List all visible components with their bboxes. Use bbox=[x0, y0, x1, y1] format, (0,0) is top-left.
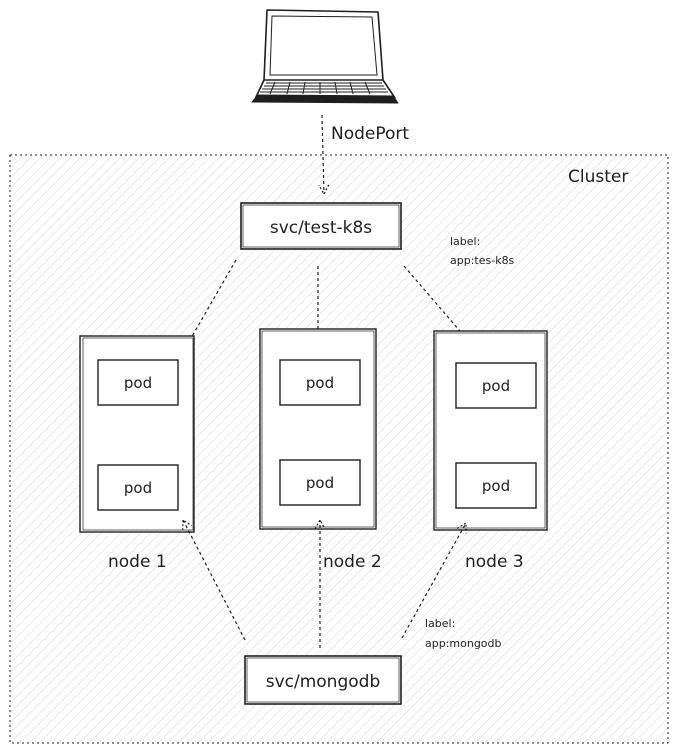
service-test-k8s: svc/test-k8s bbox=[240, 202, 402, 250]
node-1: pod pod bbox=[79, 335, 195, 533]
cluster-label: Cluster bbox=[568, 167, 628, 187]
laptop-icon bbox=[251, 9, 399, 104]
svg-text:pod: pod bbox=[482, 477, 510, 495]
svg-text:pod: pod bbox=[124, 479, 152, 497]
svg-text:pod: pod bbox=[306, 374, 334, 392]
nodeport-arrow bbox=[318, 114, 330, 196]
svg-text:pod: pod bbox=[306, 474, 334, 492]
service-mongodb: svc/mongodb bbox=[244, 655, 402, 705]
service-mongodb-arrows bbox=[182, 518, 467, 648]
service-mongodb-label-title: label: bbox=[425, 617, 455, 630]
service-mongodb-label-value: app:mongodb bbox=[425, 637, 502, 650]
node-3-pod-1: pod bbox=[455, 362, 537, 409]
node-2-label: node 2 bbox=[323, 552, 382, 572]
service-test-k8s-name: svc/test-k8s bbox=[270, 218, 372, 238]
service-mongodb-name: svc/mongodb bbox=[266, 672, 381, 692]
node-1-pod-1: pod bbox=[97, 359, 179, 406]
svg-text:pod: pod bbox=[124, 374, 152, 392]
node-1-pod-2: pod bbox=[97, 464, 179, 511]
node-2-pod-1: pod bbox=[279, 359, 361, 406]
node-2: pod pod bbox=[259, 328, 377, 530]
node-2-pod-2: pod bbox=[279, 459, 361, 506]
node-1-label: node 1 bbox=[108, 552, 167, 572]
svg-text:pod: pod bbox=[482, 377, 510, 395]
service-test-k8s-label-title: label: bbox=[450, 235, 480, 248]
node-3-pod-2: pod bbox=[455, 462, 537, 509]
nodeport-label: NodePort bbox=[331, 124, 409, 144]
node-3: pod pod bbox=[433, 330, 548, 531]
service-test-k8s-arrows bbox=[182, 259, 479, 354]
service-test-k8s-label-value: app:tes-k8s bbox=[450, 254, 515, 267]
node-3-label: node 3 bbox=[465, 552, 524, 572]
